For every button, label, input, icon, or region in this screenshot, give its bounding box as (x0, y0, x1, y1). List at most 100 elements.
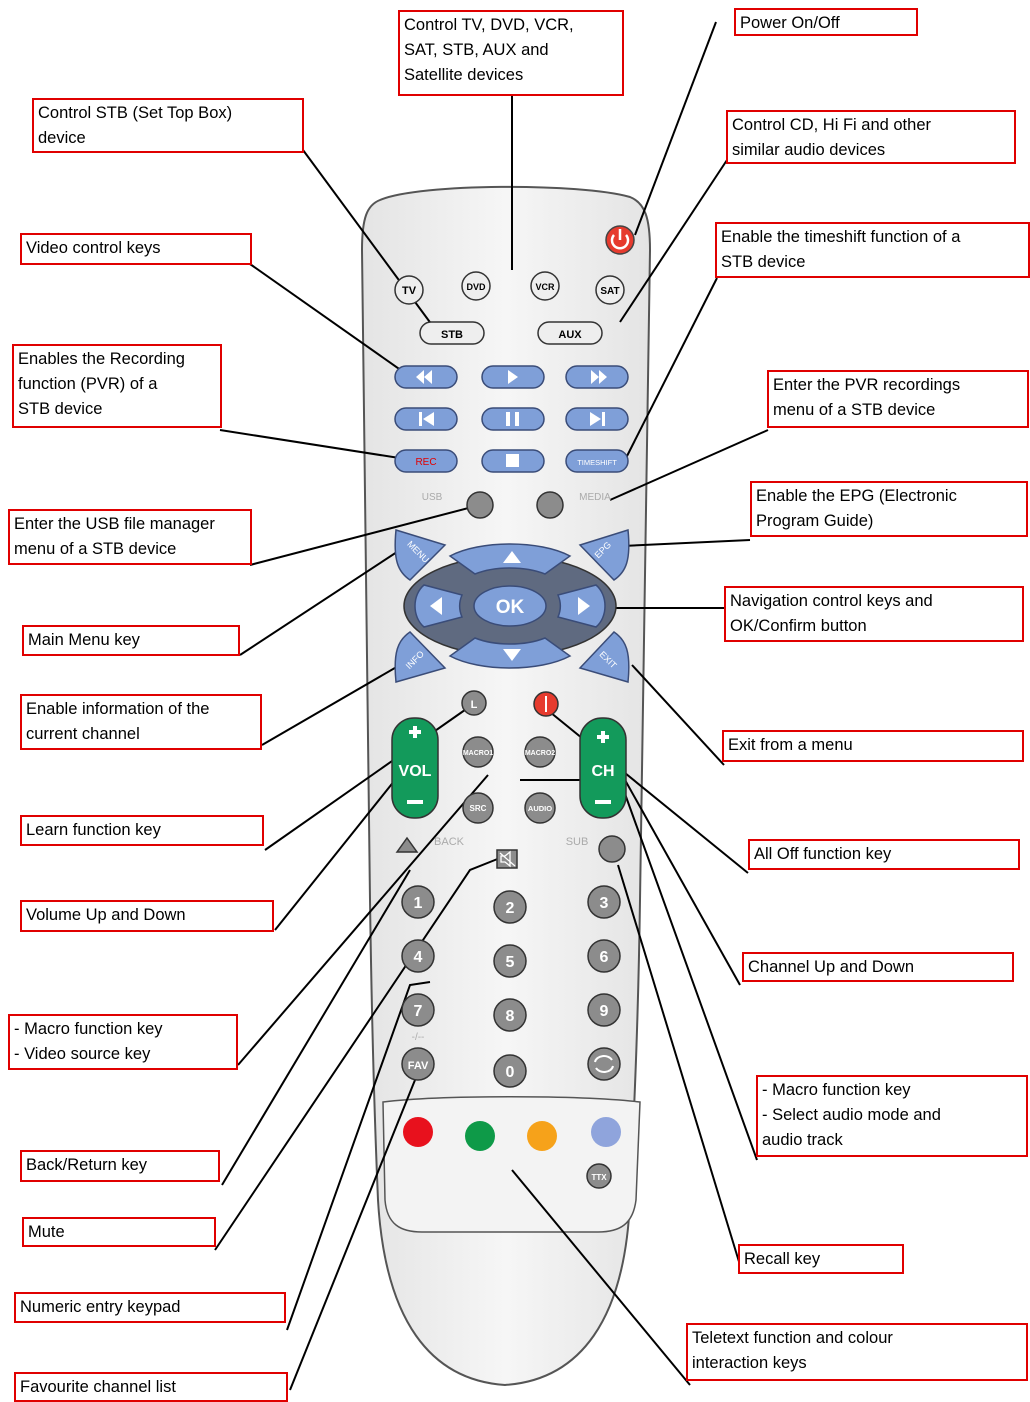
remote-body (360, 185, 652, 1387)
callout-learn: Learn function key (20, 815, 264, 846)
ch-label: CH (591, 763, 614, 780)
vol-plus-icon (409, 726, 421, 738)
stop-icon (506, 454, 519, 467)
fav-button[interactable] (401, 1047, 435, 1081)
digit-1-button[interactable] (401, 885, 435, 919)
pause-icon (506, 412, 519, 426)
audio-label: AUDIO (528, 804, 552, 813)
timeshift-label: TIMESHIFT (577, 458, 617, 467)
dvd-button[interactable] (461, 271, 491, 301)
callout-macro-src: - Macro function key - Video source key (8, 1014, 238, 1070)
vcr-button[interactable] (530, 271, 560, 301)
recall-icon (594, 1055, 614, 1073)
aux-label: AUX (558, 329, 582, 341)
callout-numeric: Numeric entry keypad (14, 1292, 286, 1323)
ch-rocker[interactable] (579, 717, 627, 819)
digit-5-button[interactable] (493, 944, 527, 978)
stb-label: STB (441, 329, 463, 341)
callout-timeshift: Enable the timeshift function of a STB d… (715, 222, 1030, 278)
ttx-button[interactable] (586, 1163, 612, 1189)
media-label: MEDIA (579, 492, 611, 503)
numeric-keypad: 1 2 3 4 5 6 7 8 9 0 (401, 885, 621, 1088)
right-arrow-icon (578, 597, 590, 615)
green-key[interactable] (465, 1121, 495, 1151)
digit-6-button[interactable] (587, 939, 621, 973)
pause-button[interactable] (481, 407, 545, 431)
src-button[interactable] (462, 792, 494, 824)
dash-label: -/-- (412, 1032, 425, 1043)
leader-lines (214, 21, 769, 1391)
recall-button[interactable] (587, 1047, 621, 1081)
down-arrow-icon (503, 649, 521, 661)
macro2-button[interactable] (524, 736, 556, 768)
menu-button[interactable] (394, 529, 447, 581)
fast-forward-icon (591, 370, 607, 384)
digit-8-button[interactable] (493, 998, 527, 1032)
usb-button[interactable] (466, 491, 494, 519)
stb-button[interactable] (419, 321, 485, 345)
macro1-button[interactable] (462, 736, 494, 768)
digit-5-label: 5 (506, 954, 515, 971)
back-button[interactable] (395, 836, 419, 853)
tv-button[interactable] (394, 275, 424, 305)
callout-recording: Enables the Recording function (PVR) of … (12, 344, 222, 428)
digit-3-label: 3 (600, 895, 609, 912)
callout-usb: Enter the USB file manager menu of a STB… (8, 509, 252, 565)
play-icon (508, 370, 518, 384)
rewind-icon (416, 370, 432, 384)
digit-2-button[interactable] (493, 890, 527, 924)
media-button[interactable] (536, 491, 564, 519)
digit-7-label: 7 (414, 1003, 423, 1020)
transport-icons (416, 370, 607, 467)
callout-channel: Channel Up and Down (742, 952, 1014, 982)
sub-label: SUB (566, 836, 589, 848)
digit-9-button[interactable] (587, 993, 621, 1027)
digit-4-label: 4 (414, 949, 423, 966)
callout-main-menu: Main Menu key (22, 625, 240, 656)
vcr-label: VCR (535, 282, 555, 292)
sat-label: SAT (600, 286, 619, 297)
blue-key[interactable] (591, 1117, 621, 1147)
aux-button[interactable] (537, 321, 603, 345)
rec-label: REC (415, 457, 436, 468)
callout-macro-audio: - Macro function key - Select audio mode… (756, 1075, 1028, 1157)
digit-4-button[interactable] (401, 939, 435, 973)
callout-teletext: Teletext function and colour interaction… (686, 1323, 1028, 1381)
yellow-key[interactable] (527, 1121, 557, 1151)
back-label: BACK (434, 836, 465, 848)
digit-0-button[interactable] (493, 1054, 527, 1088)
tv-label: TV (402, 285, 417, 297)
digit-3-button[interactable] (587, 885, 621, 919)
callout-favourite: Favourite channel list (14, 1372, 288, 1402)
fav-label: FAV (408, 1060, 429, 1072)
mute-icon (499, 850, 516, 868)
epg-button[interactable] (578, 529, 630, 581)
audio-button[interactable] (524, 792, 556, 824)
digit-1-label: 1 (414, 895, 423, 912)
digit-8-label: 8 (506, 1008, 515, 1025)
sat-button[interactable] (595, 275, 625, 305)
callout-all-off: All Off function key (748, 839, 1020, 870)
ok-label: OK (496, 597, 525, 618)
vol-rocker[interactable] (391, 717, 439, 819)
ok-button[interactable] (473, 585, 547, 627)
timeshift-button[interactable] (565, 449, 629, 473)
digit-7-button[interactable] (401, 993, 435, 1027)
digit-2-label: 2 (506, 900, 515, 917)
callout-audio-devices: Control CD, Hi Fi and other similar audi… (726, 110, 1016, 164)
ch-plus-icon (597, 731, 609, 743)
callout-pvr-menu: Enter the PVR recordings menu of a STB d… (767, 370, 1029, 428)
up-arrow-icon (503, 551, 521, 563)
callout-exit: Exit from a menu (722, 730, 1024, 762)
sub-button[interactable] (598, 835, 626, 863)
callout-mute: Mute (22, 1217, 216, 1247)
exit-button[interactable] (578, 631, 630, 683)
red-key[interactable] (403, 1117, 433, 1147)
rec-button[interactable] (394, 449, 458, 473)
dvd-label: DVD (466, 282, 486, 292)
previous-icon (419, 412, 434, 426)
learn-label: L (471, 699, 478, 711)
info-button[interactable] (394, 631, 447, 683)
learn-button[interactable] (461, 690, 487, 716)
